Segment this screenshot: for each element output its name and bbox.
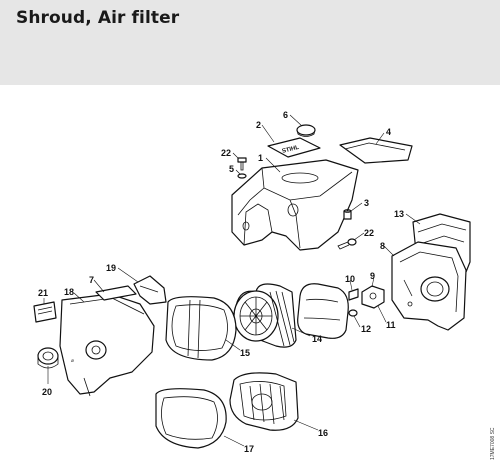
callout-14: 14 bbox=[312, 334, 322, 344]
callout-4: 4 bbox=[386, 127, 391, 137]
front-cover-part: ⌀ bbox=[59, 293, 155, 397]
callout-2: 2 bbox=[256, 120, 261, 130]
callout-11: 11 bbox=[386, 320, 396, 330]
callout-6: 6 bbox=[283, 110, 288, 120]
callout-5: 5 bbox=[229, 164, 234, 174]
ring-part bbox=[348, 309, 358, 317]
shroud-part bbox=[231, 159, 359, 251]
nameplate-part bbox=[33, 301, 57, 323]
filter-housing-part bbox=[297, 283, 349, 339]
callout-19: 19 bbox=[106, 263, 116, 273]
callout-17: 17 bbox=[244, 444, 254, 454]
page-title: Shroud, Air filter bbox=[16, 8, 180, 28]
bracket-part bbox=[361, 285, 385, 309]
prefilter-part bbox=[165, 296, 237, 361]
brand-text: STIHL bbox=[282, 145, 301, 155]
pin-part bbox=[348, 288, 359, 301]
drawing-code: 17ME7008 SC bbox=[490, 427, 496, 460]
cap-part bbox=[296, 124, 316, 137]
callout-20: 20 bbox=[42, 387, 52, 397]
leader-lines bbox=[43, 114, 421, 447]
decal-part bbox=[339, 137, 413, 164]
callout-7: 7 bbox=[89, 275, 94, 285]
filter-base-part bbox=[391, 241, 467, 331]
air-filter-part bbox=[233, 283, 297, 348]
clip-part bbox=[133, 275, 167, 305]
callout-12: 12 bbox=[361, 324, 371, 334]
callout-10: 10 bbox=[345, 274, 355, 284]
page-header: Shroud, Air filter bbox=[0, 0, 500, 85]
callout-22-upper: 22 bbox=[221, 148, 231, 158]
knob-part bbox=[37, 347, 59, 369]
screw-part-upper bbox=[237, 157, 247, 179]
callout-21: 21 bbox=[38, 288, 48, 298]
prefilter-lower-part bbox=[155, 388, 227, 449]
stihl-label-part: STIHL bbox=[267, 137, 321, 158]
sleeve-part bbox=[343, 209, 352, 220]
callout-15: 15 bbox=[240, 348, 250, 358]
svg-text:⌀: ⌀ bbox=[71, 358, 74, 364]
callout-9: 9 bbox=[370, 271, 375, 281]
callout-13: 13 bbox=[394, 209, 404, 219]
plate-part bbox=[95, 285, 137, 301]
callout-8: 8 bbox=[380, 241, 385, 251]
callout-3: 3 bbox=[364, 198, 369, 208]
filter-lower-part bbox=[229, 372, 299, 431]
callout-22-lower: 22 bbox=[364, 228, 374, 238]
exploded-parts-diagram: STIHL bbox=[0, 85, 500, 468]
callout-18: 18 bbox=[64, 287, 74, 297]
callout-16: 16 bbox=[318, 428, 328, 438]
screw-part-lower bbox=[337, 238, 357, 250]
callout-labels: 1 2 3 4 5 6 7 8 9 10 11 12 13 14 15 16 1… bbox=[38, 110, 404, 454]
callout-1: 1 bbox=[258, 153, 263, 163]
